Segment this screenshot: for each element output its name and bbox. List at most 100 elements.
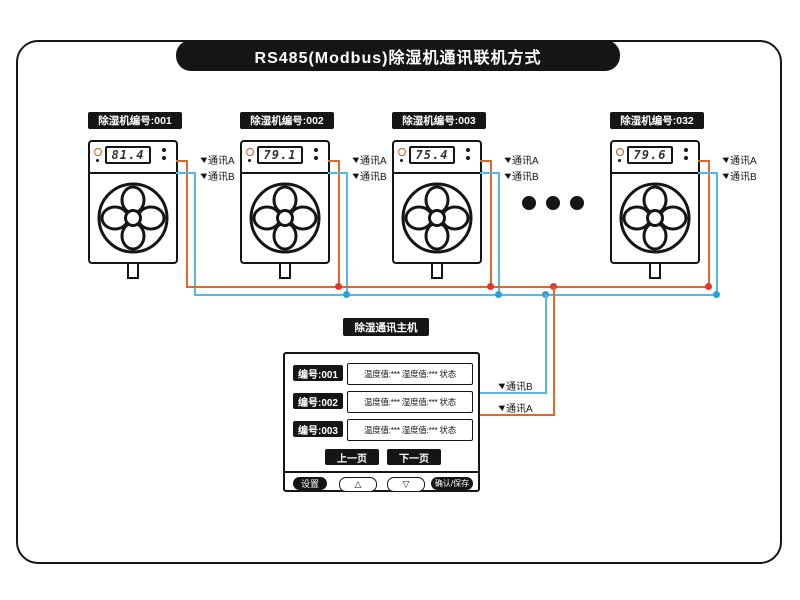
master-row: 编号:003 温度值:*** 湿度值:*** 状态 — [285, 419, 478, 441]
comm-a-label: 通讯A — [351, 153, 387, 167]
comm-b-wire — [328, 172, 348, 174]
dehumidifier-unit-2: 除湿机编号:002 79.1 通讯A 通讯B — [240, 112, 400, 312]
junction-dot-a — [335, 283, 342, 290]
comm-b-wire — [716, 172, 718, 296]
row-id-badge: 编号:001 — [293, 365, 343, 381]
indicator-dot-icon — [618, 159, 621, 162]
comm-a-wire — [480, 160, 492, 162]
confirm-save-button: 确认/保存 — [431, 477, 473, 490]
row-id-badge: 编号:002 — [293, 393, 343, 409]
junction-dot-b — [495, 291, 502, 298]
comm-a-wire — [338, 160, 340, 288]
master-comm-a-wire — [553, 286, 555, 416]
arrow-icon — [497, 381, 505, 389]
panel-dot-icon — [684, 156, 688, 160]
panel-dot-icon — [314, 148, 318, 152]
comm-a-wire — [708, 160, 710, 288]
dehumidifier-body: 79.1 — [240, 140, 330, 264]
unit-foot — [279, 262, 291, 279]
panel-divider — [394, 172, 480, 174]
master-comm-b-label: 通讯B — [497, 379, 533, 393]
dehumidifier-unit-3: 除湿机编号:003 75.4 通讯A 通讯B — [392, 112, 552, 312]
panel-dot-icon — [466, 148, 470, 152]
more-units-ellipsis — [522, 196, 602, 212]
comm-a-wire — [698, 160, 710, 162]
comm-b-text: 通讯B — [512, 171, 539, 183]
comm-b-label: 通讯B — [503, 169, 539, 183]
panel-divider — [90, 172, 176, 174]
humidity-display: 79.1 — [257, 146, 303, 164]
comm-b-wire — [346, 172, 348, 296]
comm-a-wire — [186, 160, 188, 288]
panel-dot-icon — [466, 156, 470, 160]
arrow-icon — [503, 155, 511, 163]
dehumidifier-body: 75.4 — [392, 140, 482, 264]
comm-b-text: 通讯B — [730, 171, 757, 183]
master-comm-a-wire — [480, 414, 555, 416]
ellipsis-dot-icon — [522, 196, 536, 210]
comm-b-label: 通讯B — [721, 169, 757, 183]
panel-dot-icon — [162, 156, 166, 160]
indicator-dot-icon — [96, 159, 99, 162]
master-controller: 编号:001 温度值:*** 湿度值:*** 状态 编号:002 温度值:***… — [283, 352, 480, 492]
rs485-bus-b — [194, 294, 718, 296]
arrow-icon — [351, 171, 359, 179]
comm-b-wire — [194, 172, 196, 296]
fan-icon — [97, 182, 169, 254]
unit-id-label: 除湿机编号:002 — [240, 112, 334, 129]
master-comm-b-wire — [545, 294, 547, 394]
comm-a-text: 通讯A — [506, 403, 533, 415]
row-info-box: 温度值:*** 湿度值:*** 状态 — [347, 391, 473, 413]
comm-a-label: 通讯A — [503, 153, 539, 167]
junction-dot-a — [705, 283, 712, 290]
arrow-icon — [199, 155, 207, 163]
master-row: 编号:001 温度值:*** 湿度值:*** 状态 — [285, 363, 478, 385]
unit-id-label: 除湿机编号:032 — [610, 112, 704, 129]
settings-button: 设置 — [293, 477, 327, 490]
down-button: ▽ — [387, 477, 425, 492]
comm-b-wire — [698, 172, 718, 174]
diagram-title: RS485(Modbus)除湿机通讯联机方式 — [176, 40, 620, 71]
dehumidifier-body: 81.4 — [88, 140, 178, 264]
master-comm-a-label: 通讯A — [497, 401, 533, 415]
panel-dot-icon — [314, 156, 318, 160]
comm-a-text: 通讯A — [208, 155, 235, 167]
arrow-icon — [503, 171, 511, 179]
unit-foot — [127, 262, 139, 279]
comm-b-label: 通讯B — [199, 169, 235, 183]
junction-dot-b — [713, 291, 720, 298]
junction-dot-b — [343, 291, 350, 298]
unit-foot — [649, 262, 661, 279]
up-button: △ — [339, 477, 377, 492]
panel-divider — [242, 172, 328, 174]
ellipsis-dot-icon — [570, 196, 584, 210]
dehumidifier-unit-1: 除湿机编号:001 81.4 通讯A 通讯B — [88, 112, 248, 312]
row-info-box: 温度值:*** 湿度值:*** 状态 — [347, 363, 473, 385]
indicator-dot-icon — [400, 159, 403, 162]
master-row: 编号:002 温度值:*** 湿度值:*** 状态 — [285, 391, 478, 413]
humidity-display: 81.4 — [105, 146, 151, 164]
prev-page-button: 上一页 — [325, 449, 379, 465]
comm-b-wire — [176, 172, 196, 174]
comm-b-text: 通讯B — [506, 381, 533, 393]
master-title-label: 除湿通讯主机 — [343, 318, 429, 336]
rs485-bus-a — [186, 286, 710, 288]
dehumidifier-body: 79.6 — [610, 140, 700, 264]
fan-icon — [619, 182, 691, 254]
row-info-box: 温度值:*** 湿度值:*** 状态 — [347, 419, 473, 441]
comm-b-text: 通讯B — [208, 171, 235, 183]
junction-dot-a — [487, 283, 494, 290]
comm-a-wire — [176, 160, 188, 162]
power-indicator-icon — [246, 148, 254, 156]
panel-dot-icon — [684, 148, 688, 152]
unit-id-label: 除湿机编号:001 — [88, 112, 182, 129]
comm-b-wire — [498, 172, 500, 296]
humidity-display: 79.6 — [627, 146, 673, 164]
comm-a-text: 通讯A — [730, 155, 757, 167]
comm-a-wire — [490, 160, 492, 288]
comm-b-label: 通讯B — [351, 169, 387, 183]
fan-icon — [401, 182, 473, 254]
unit-id-label: 除湿机编号:003 — [392, 112, 486, 129]
comm-b-text: 通讯B — [360, 171, 387, 183]
